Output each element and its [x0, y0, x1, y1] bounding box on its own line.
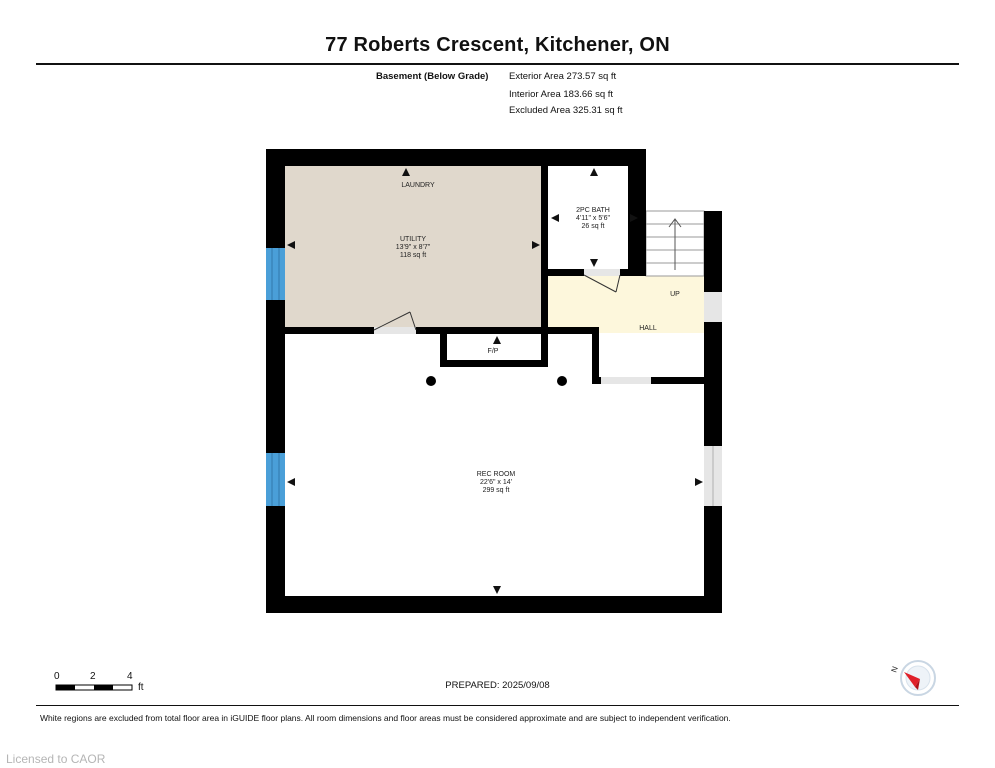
stairs-up-label: UP — [670, 291, 680, 298]
disclaimer: White regions are excluded from total fl… — [40, 713, 731, 723]
windows — [266, 248, 285, 506]
window-mullions — [271, 248, 280, 506]
header-divider — [36, 63, 959, 65]
bath-label: 2PC BATH — [576, 207, 610, 214]
bath-dimensions: 4'11" x 5'6" — [576, 215, 610, 222]
compass-north-label: N — [889, 665, 900, 674]
utility-area: 118 sq ft — [400, 252, 426, 259]
footer-divider — [36, 705, 959, 706]
bath-area: 26 sq ft — [582, 223, 605, 230]
level-name: Basement (Below Grade) — [376, 71, 489, 82]
fireplace-label: F/P — [488, 348, 499, 355]
utility-label: UTILITY — [400, 236, 426, 243]
dimension-arrows — [287, 168, 703, 594]
rec-room-area: 299 sq ft — [483, 487, 510, 494]
exterior-area: Exterior Area 273.57 sq ft — [509, 71, 617, 82]
compass-icon — [900, 660, 936, 696]
laundry-label: LAUNDRY — [401, 182, 435, 189]
page-title: 77 Roberts Crescent, Kitchener, ON — [325, 34, 670, 56]
utility-dimensions: 13'9" x 8'7" — [396, 244, 431, 251]
support-column — [557, 376, 567, 386]
excluded-area: Excluded Area 325.31 sq ft — [509, 105, 623, 116]
door-swings — [373, 274, 621, 331]
rec-room-fill — [284, 333, 706, 596]
hall-label: HALL — [639, 325, 657, 332]
license-watermark: Licensed to CAOR — [6, 752, 106, 766]
scale-tick-2: 2 — [90, 671, 96, 682]
prepared-date: PREPARED: 2025/09/08 — [445, 680, 550, 691]
scale-tick-4: 4 — [127, 671, 133, 682]
rec-room-label: REC ROOM — [477, 471, 516, 478]
support-column — [426, 376, 436, 386]
scale-bar — [55, 684, 133, 691]
rec-room-dimensions: 22'6" x 14' — [480, 479, 512, 486]
interior-area: Interior Area 183.66 sq ft — [509, 89, 614, 100]
scale-unit: ft — [138, 682, 144, 693]
scale-tick-0: 0 — [54, 671, 60, 682]
stairs-up-arrow-icon — [668, 218, 682, 270]
utility-room-fill — [284, 165, 542, 328]
